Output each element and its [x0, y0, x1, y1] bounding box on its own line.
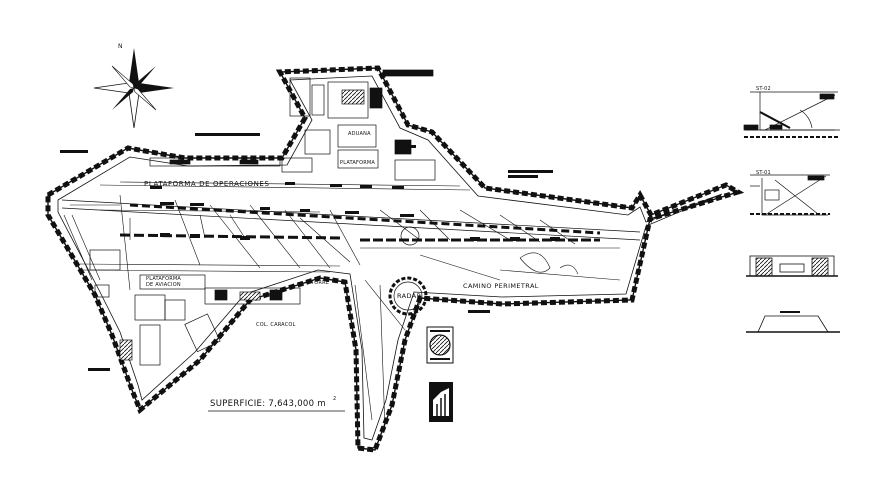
label-aduana: ADUANA — [348, 131, 371, 137]
aviation-platform-complex — [89, 249, 301, 366]
label-plataforma-aviacion-2: DE AVIACION — [146, 282, 181, 288]
radar-station — [388, 276, 428, 316]
label-superficie-exponent: 2 — [333, 396, 337, 402]
annotation-bars — [60, 133, 553, 371]
runway-lights — [150, 182, 560, 241]
building-logo-icon — [429, 382, 453, 422]
label-section-st02: ST-02 — [756, 86, 771, 92]
seal-emblem-icon — [426, 326, 454, 364]
svg-text:N: N — [118, 43, 123, 50]
label-plataforma-operaciones: PLATAFORMA DE OPERACIONES — [144, 180, 270, 188]
section-detail-st02 — [743, 91, 840, 138]
label-camino-perimetral: CAMINO PERIMETRAL — [463, 282, 539, 290]
terminal-complex — [149, 69, 436, 181]
section-detail-st01 — [750, 174, 830, 216]
perimeter-fence — [45, 65, 745, 453]
north-arrow-icon: N — [93, 43, 174, 129]
label-plataforma-aviacion-1: PLATAFORMA — [146, 276, 182, 282]
label-superficie: SUPERFICIE: 7,643,000 m — [210, 399, 326, 409]
label-torre: TORRE — [311, 280, 330, 286]
label-col-caracol: COL. CARACOL — [256, 322, 296, 328]
label-plataforma: PLATAFORMA — [340, 160, 376, 166]
elevation-detail — [746, 255, 838, 277]
cross-section-detail — [746, 311, 840, 333]
label-section-st01: ST-01 — [756, 170, 771, 176]
label-radar: RADAR — [397, 292, 422, 300]
